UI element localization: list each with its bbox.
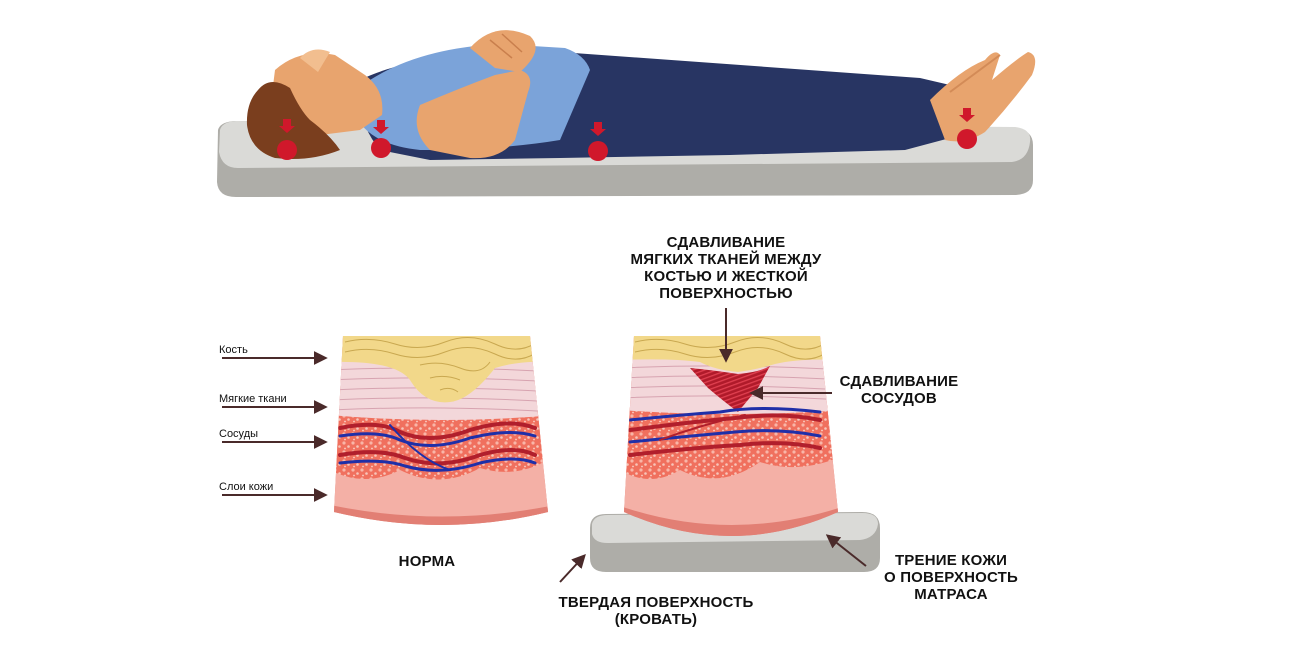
- label-skin-friction: ТРЕНИЕ КОЖИ О ПОВЕРХНОСТЬ МАТРАСА: [883, 552, 1019, 603]
- pressure-point-icon: [588, 122, 608, 161]
- pointer-arrow-icon: [559, 553, 586, 583]
- tissue-block-compressed: [590, 336, 880, 572]
- label-skin-layers: Слои кожи: [219, 481, 274, 493]
- pressure-point-icon: [957, 108, 977, 149]
- patient-illustration: [217, 30, 1036, 197]
- label-vessels: Сосуды: [219, 428, 259, 440]
- pressure-point-icon: [371, 120, 391, 158]
- arm: [416, 70, 531, 159]
- label-hard-surface: ТВЕРДАЯ ПОВЕРХНОСТЬ (КРОВАТЬ): [558, 594, 754, 628]
- label-bone: Кость: [219, 344, 248, 356]
- feet: [930, 52, 1036, 142]
- compression-zone: [690, 366, 770, 412]
- label-soft-tissue: Мягкие ткани: [219, 393, 287, 405]
- label-compression-tissue: СДАВЛИВАНИЕ МЯГКИХ ТКАНЕЙ МЕЖДУ КОСТЬЮ И…: [630, 234, 822, 302]
- pressure-points: [277, 108, 977, 161]
- label-vessel-compression: СДАВЛИВАНИЕ СОСУДОВ: [839, 373, 959, 407]
- label-normal: НОРМА: [398, 553, 456, 570]
- pressure-point-icon: [277, 119, 297, 160]
- pointer-arrows: [222, 308, 867, 583]
- tissue-block-normal: [334, 336, 548, 525]
- pointer-arrow-icon: [825, 534, 867, 567]
- hair: [246, 81, 340, 159]
